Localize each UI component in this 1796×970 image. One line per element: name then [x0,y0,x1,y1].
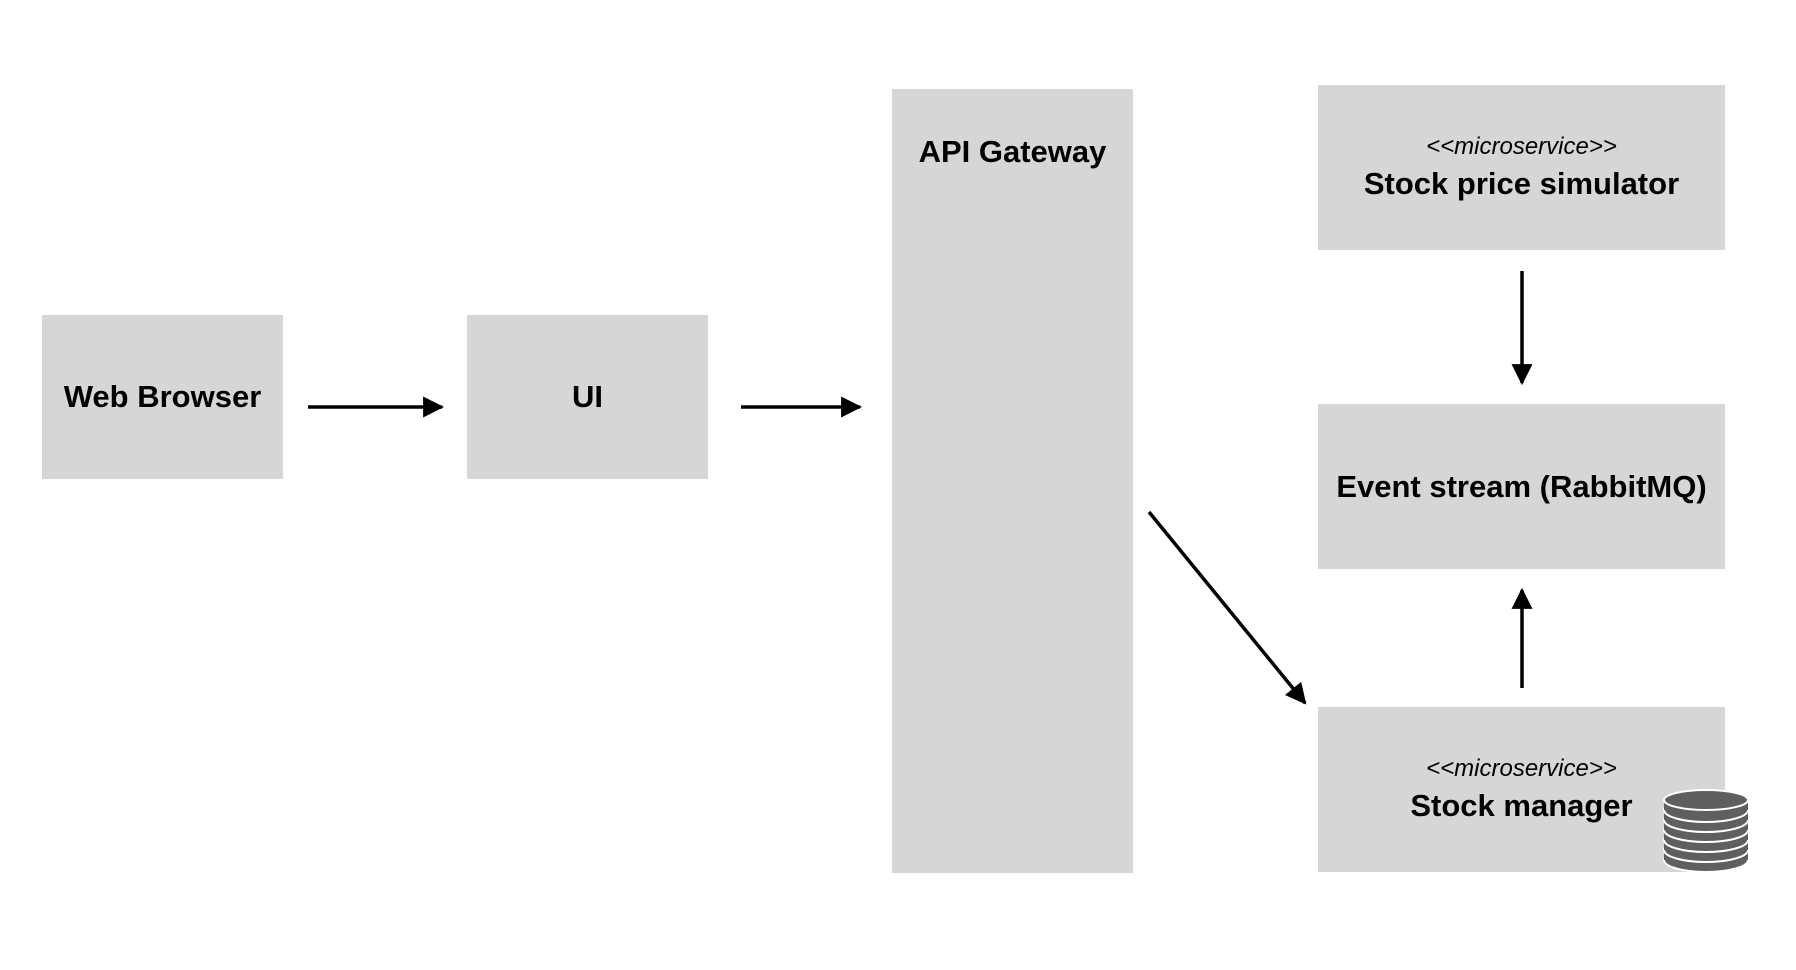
database-icon [1663,789,1749,873]
ui-node: UI [467,315,708,479]
api-gateway-label: API Gateway [918,134,1107,169]
stock-price-simulator-node: <<microservice>> Stock price simulator [1318,85,1725,250]
stock-price-simulator-stereotype: <<microservice>> [1426,132,1617,160]
web-browser-node: Web Browser [42,315,283,479]
event-stream-label: Event stream (RabbitMQ) [1336,468,1707,504]
web-browser-label: Web Browser [63,379,262,415]
stock-price-simulator-label: Stock price simulator [1363,166,1680,202]
ui-label: UI [572,379,603,415]
stock-manager-stereotype: <<microservice>> [1426,754,1617,782]
edge-gateway-to-stock-manager [1147,510,1307,705]
api-gateway-node: API Gateway [892,89,1133,873]
stock-manager-label: Stock manager [1410,788,1633,824]
stock-manager-node: <<microservice>> Stock manager [1318,707,1725,872]
event-stream-node: Event stream (RabbitMQ) [1318,404,1725,569]
